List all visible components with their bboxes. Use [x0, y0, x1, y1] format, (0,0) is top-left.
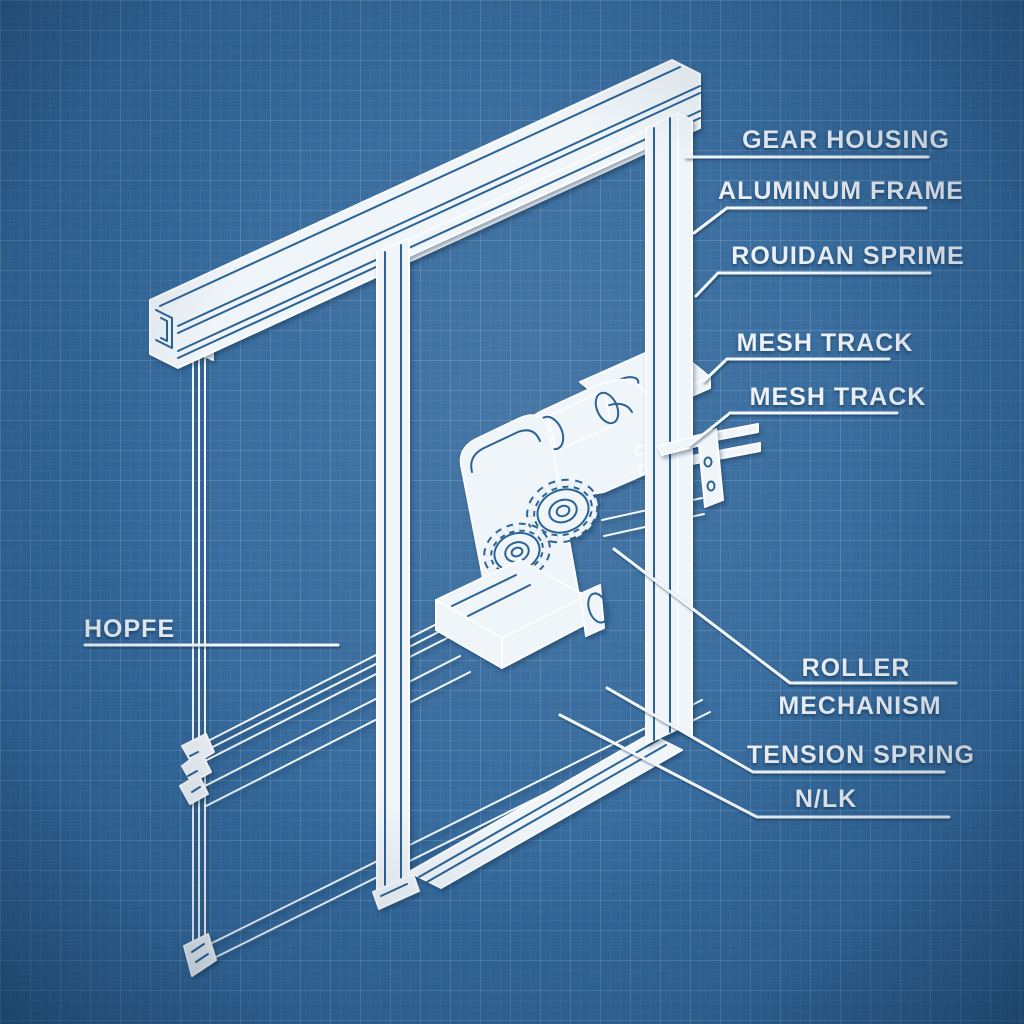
header-beam-body: [149, 59, 701, 369]
roller-mechanism-leader: [612, 547, 792, 685]
hopfe-label: HOPFE: [84, 615, 175, 643]
mesh-track-1-label: MESH TRACK: [737, 329, 914, 357]
header-beam: [149, 59, 701, 369]
mid-rail: [179, 607, 471, 807]
mid-rail-end-cap: [179, 733, 215, 805]
mesh-track-1-leader: [702, 357, 729, 383]
floor-track: [197, 699, 711, 963]
mechanism-motor-body: [579, 584, 605, 637]
panel-right-stile-front: [645, 112, 679, 745]
mid-rail-line-5: [205, 671, 471, 807]
roller-mechanism-label-line1: ROLLER: [802, 654, 911, 682]
aluminum-frame-leader: [692, 206, 729, 235]
bracket-plate: [697, 428, 724, 508]
left-post: [183, 323, 217, 977]
aluminum-frame-label: ALUMINUM FRAME: [718, 177, 964, 205]
floor-track-rail-outer: [197, 699, 703, 951]
rouidan-sprime-label: ROUIDAN SPRIME: [731, 242, 964, 270]
mid-rail-line-3: [190, 633, 456, 769]
header-beam-stripe-1a: [177, 85, 701, 327]
mid-rail-line-2: [196, 620, 461, 756]
roller-mechanism-label-line2: MECHANISM: [778, 692, 941, 720]
panel-left-stile: [376, 237, 410, 901]
header-beam-stripe-1b: [177, 92, 701, 334]
mid-rail-line-4: [196, 655, 461, 791]
gear-housing-label: GEAR HOUSING: [742, 126, 950, 154]
panel-bottom-rail-stripe-1: [418, 739, 659, 878]
panel-right-stile: [645, 112, 693, 745]
tension-spring-label: TENSION SPRING: [747, 741, 975, 769]
panel-right-stile-side: [677, 112, 693, 737]
panel-bottom-rail-stripe-2: [426, 744, 667, 883]
mesh-track-2-label: MESH TRACK: [750, 383, 927, 411]
rouidan-sprime-leader: [694, 271, 720, 298]
nilk-label: N/LK: [795, 785, 857, 813]
left-post-foot: [183, 933, 217, 977]
header-beam-top-stripe: [159, 66, 681, 307]
mid-rail-line-1: [205, 607, 469, 743]
